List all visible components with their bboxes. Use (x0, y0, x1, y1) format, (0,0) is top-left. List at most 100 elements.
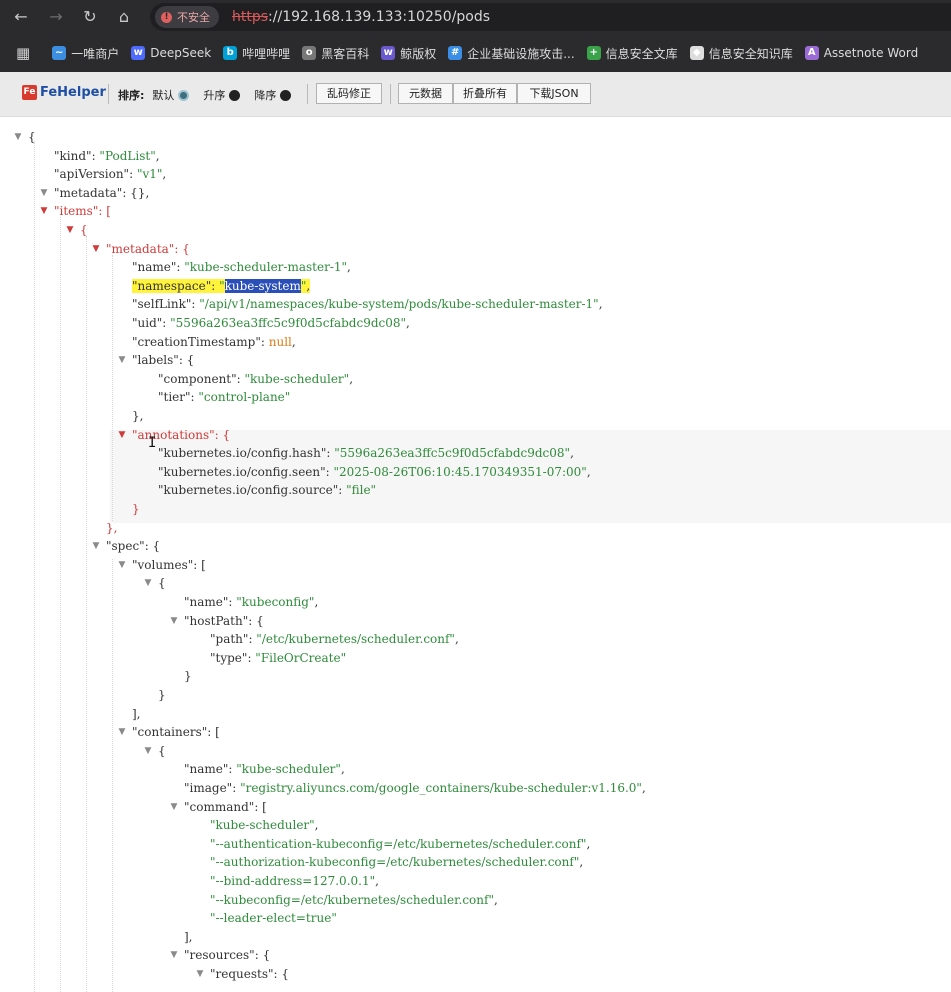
json-punctuation: }, (132, 409, 144, 423)
json-line[interactable]: "uid": "5596a263ea3ffc5c9f0d5cfabdc9dc08… (132, 314, 410, 333)
json-line[interactable]: "kind": "PodList", (54, 147, 160, 166)
home-icon[interactable]: ⌂ (118, 7, 130, 26)
collapse-toggle-icon[interactable]: ▼ (144, 745, 152, 756)
json-line[interactable]: "tier": "control-plane" (158, 388, 290, 407)
json-line[interactable]: "spec": { (106, 537, 160, 556)
json-line[interactable]: } (184, 667, 192, 686)
reload-icon[interactable]: ↻ (83, 7, 97, 26)
json-line[interactable]: "type": "FileOrCreate" (210, 649, 346, 668)
json-line[interactable]: "namespace": "kube-system", (132, 277, 311, 296)
forward-arrow-icon[interactable]: → (49, 7, 63, 26)
sort-option[interactable]: 升序 (203, 87, 241, 103)
json-line[interactable]: "kubernetes.io/config.seen": "2025-08-26… (158, 463, 591, 482)
json-line[interactable]: "kubernetes.io/config.source": "file" (158, 481, 376, 500)
json-line[interactable]: "--leader-elect=true" (210, 909, 337, 928)
collapse-toggle-icon[interactable]: ▼ (92, 541, 100, 552)
collapse-toggle-icon[interactable]: ▼ (40, 187, 48, 198)
apps-grid-icon[interactable]: ▦ (16, 44, 31, 62)
json-line[interactable]: "--authorization-kubeconfig=/etc/kuberne… (210, 853, 583, 872)
fehelper-toolbar: Fe FeHelper 排序: 默认升序降序 乱码修正 元数据 折叠所有 下载J… (0, 72, 951, 117)
collapse-toggle-icon[interactable]: ▼ (118, 429, 126, 440)
metadata-button[interactable]: 元数据 (398, 83, 453, 104)
json-line[interactable]: "selfLink": "/api/v1/namespaces/kube-sys… (132, 295, 603, 314)
bookmark-item[interactable]: #企业基础设施攻击... (448, 45, 575, 62)
json-line[interactable]: "labels": { (132, 351, 194, 370)
collapse-toggle-icon[interactable]: ▼ (144, 578, 152, 589)
collapse-toggle-icon[interactable]: ▼ (170, 615, 178, 626)
collapse-toggle-icon[interactable]: ▼ (40, 206, 48, 217)
address-bar[interactable]: ! 不安全 https://192.168.139.133:10250/pods (150, 3, 951, 31)
bookmark-item[interactable]: ◆信息安全知识库 (689, 45, 793, 62)
json-line[interactable]: "hostPath": { (184, 612, 264, 631)
json-line[interactable]: { (28, 128, 36, 147)
json-punctuation: , (162, 167, 167, 182)
json-line[interactable]: "apiVersion": "v1", (54, 165, 166, 184)
fix-encoding-button[interactable]: 乱码修正 (316, 83, 382, 104)
radio-icon[interactable] (229, 89, 241, 101)
json-punctuation: : { (214, 427, 231, 442)
collapse-toggle-icon[interactable]: ▼ (170, 801, 178, 812)
json-line[interactable]: "creationTimestamp": null, (132, 333, 296, 352)
json-line[interactable]: { (158, 574, 166, 593)
json-line[interactable]: "kubernetes.io/config.hash": "5596a263ea… (158, 444, 574, 463)
json-line[interactable]: "path": "/etc/kubernetes/scheduler.conf"… (210, 630, 459, 649)
collapse-toggle-icon[interactable]: ▼ (118, 727, 126, 738)
back-arrow-icon[interactable]: ← (14, 7, 28, 26)
radio-selected-icon[interactable] (178, 89, 190, 101)
sort-option[interactable]: 降序 (254, 87, 292, 103)
collapse-toggle-icon[interactable]: ▼ (170, 950, 178, 961)
collapse-toggle-icon[interactable]: ▼ (66, 225, 74, 235)
json-punctuation: , (406, 316, 410, 330)
collapse-toggle-icon[interactable]: ▼ (118, 355, 126, 366)
json-punctuation: { (158, 743, 166, 758)
json-line[interactable]: "name": "kube-scheduler", (184, 760, 345, 779)
json-line[interactable]: "--authentication-kubeconfig=/etc/kubern… (210, 835, 590, 854)
collapse-toggle-icon[interactable]: ▼ (14, 132, 22, 142)
json-key: "metadata" (54, 185, 123, 200)
json-line[interactable]: }, (132, 407, 143, 426)
bookmark-item[interactable]: ~一唯商户 (52, 45, 119, 62)
json-line[interactable]: { (158, 742, 166, 761)
json-line[interactable]: "annotations": { (132, 426, 230, 445)
sort-option[interactable]: 默认 (152, 87, 190, 103)
json-line[interactable]: "metadata": { (106, 240, 190, 259)
json-string: "5596a263ea3ffc5c9f0d5cfabdc9dc08" (170, 316, 407, 330)
json-line[interactable]: "component": "kube-scheduler", (158, 370, 353, 389)
json-line[interactable]: "--bind-address=127.0.0.1", (210, 872, 379, 891)
json-punctuation: : (247, 650, 256, 665)
security-indicator[interactable]: ! 不安全 (155, 6, 219, 28)
whale-icon: w (131, 46, 146, 60)
url-text[interactable]: https://192.168.139.133:10250/pods (232, 3, 490, 31)
json-line[interactable]: "resources": { (184, 946, 270, 965)
download-json-button[interactable]: 下载JSON (517, 83, 591, 104)
json-line[interactable]: } (158, 686, 166, 705)
json-line[interactable]: "items": [ (54, 202, 111, 221)
json-line[interactable]: { (80, 221, 88, 240)
json-line[interactable]: "containers": [ (132, 723, 220, 742)
json-line[interactable]: "--kubeconfig=/etc/kubernetes/scheduler.… (210, 891, 498, 910)
json-line[interactable]: "volumes": [ (132, 556, 206, 575)
json-line[interactable]: } (132, 500, 140, 519)
json-line[interactable]: "metadata": {}, (54, 184, 149, 203)
json-line[interactable]: ], (184, 928, 193, 947)
collapse-all-button[interactable]: 折叠所有 (453, 83, 517, 104)
bookmark-item[interactable]: +信息安全文库 (586, 45, 678, 62)
json-line[interactable]: }, (106, 519, 117, 538)
json-line[interactable]: "command": [ (184, 798, 267, 817)
json-line[interactable]: ], (132, 705, 141, 724)
collapse-toggle-icon[interactable]: ▼ (92, 243, 100, 254)
json-line[interactable]: "kube-scheduler", (210, 816, 319, 835)
json-line[interactable]: "name": "kube-scheduler-master-1", (132, 258, 351, 277)
radio-icon[interactable] (280, 89, 292, 101)
json-punctuation: , (586, 464, 591, 479)
json-line[interactable]: "requests": { (210, 965, 289, 984)
collapse-toggle-icon[interactable]: ▼ (118, 559, 126, 570)
collapse-toggle-icon[interactable]: ▼ (196, 969, 204, 979)
json-line[interactable]: "image": "registry.aliyuncs.com/google_c… (184, 779, 646, 798)
json-line[interactable]: "name": "kubeconfig", (184, 593, 318, 612)
